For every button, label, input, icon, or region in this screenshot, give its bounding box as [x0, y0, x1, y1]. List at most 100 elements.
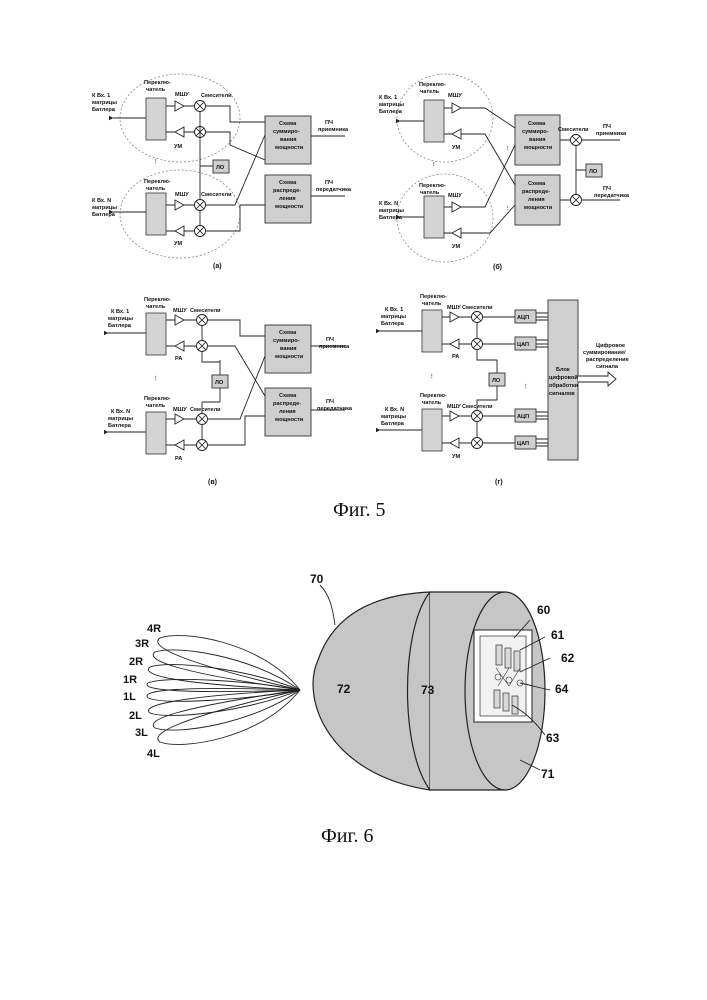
lens-dome-72	[313, 592, 430, 790]
fig5-panel-d: К Вх. 1 матрицы Батлера К Вх. N матрицы …	[380, 294, 629, 486]
d-mixers-n: Смесители	[462, 404, 493, 410]
c-panel-label: (в)	[208, 479, 217, 486]
c-mixers-1: Смесители	[190, 308, 221, 314]
c-in1-l2: матрицы	[108, 316, 133, 322]
d-out-l3: распределение	[586, 357, 629, 363]
d-out-l4: сигнала	[596, 364, 619, 370]
b-in1-l1: К Вх. 1	[379, 95, 397, 101]
d-switch-1-l1: Переклю-	[420, 294, 447, 300]
c-dist-l2: распреде-	[273, 401, 301, 407]
ref-64: 64	[555, 682, 569, 696]
figure5-caption: Фиг. 5	[333, 499, 385, 521]
ref-71: 71	[541, 767, 555, 781]
a-panel-label: (а)	[213, 263, 222, 270]
a-mixers-n: Смесители	[201, 192, 232, 198]
d-dsp-l4: сигналов	[549, 391, 575, 397]
c-switch-1-l2: чатель	[146, 304, 166, 310]
b-ellipsis-vertical: ⋮	[431, 161, 437, 168]
b-panel-label: (б)	[493, 263, 502, 271]
a-in1-l2: матрицы	[92, 100, 117, 106]
a-rxif-l2: приемника	[318, 127, 349, 133]
b-inN-l3: Батлера	[379, 215, 403, 221]
d-switch-n	[422, 409, 442, 451]
a-rxif-l1: ПЧ	[325, 120, 333, 126]
a-dist-l3: ления	[279, 196, 296, 202]
b-rxif-l1: ПЧ	[603, 124, 611, 130]
a-in1-l3: Батлера	[92, 107, 116, 113]
ref-63: 63	[546, 731, 560, 745]
b-in1-l2: матрицы	[379, 102, 404, 108]
c-in1-l3: Батлера	[108, 323, 132, 329]
d-switch-1-l2: чатель	[422, 301, 442, 307]
beam-label-1l: 1L	[123, 691, 136, 703]
b-dist-l4: мощности	[524, 205, 553, 211]
b-dist-l3: ления	[528, 197, 545, 203]
b-sum-l1: Схема	[528, 121, 546, 127]
d-dsp-l1: Блок	[556, 367, 570, 373]
c-lo: ЛО	[215, 380, 224, 386]
a-switch-n-l1: Переклю-	[144, 179, 171, 185]
b-lna-1: МШУ	[448, 93, 462, 99]
d-in1-l1: К Вх. 1	[385, 307, 403, 313]
a-lo: ЛО	[216, 165, 225, 171]
a-switch-n	[146, 193, 166, 235]
b-dist-l2: распреде-	[522, 189, 550, 195]
ref-73: 73	[421, 683, 435, 697]
beam-label-4l: 4L	[147, 748, 160, 760]
c-switch-n-l1: Переклю-	[144, 396, 171, 402]
d-out-l2: суммирование/	[583, 350, 626, 356]
c-sum-l3: вания	[280, 346, 297, 352]
c-switch-1	[146, 313, 166, 355]
a-txif-l1: ПЧ	[325, 180, 333, 186]
a-sum-l2: суммиро-	[273, 129, 300, 135]
b-txif-l2: передатчика	[594, 193, 630, 199]
b-pa-1: УМ	[452, 145, 460, 151]
leader-70	[320, 585, 335, 625]
c-txif-l2: передатчика	[317, 406, 353, 412]
c-rxif-l1: ПЧ	[326, 337, 334, 343]
beam-4l	[158, 690, 300, 744]
ref-61: 61	[551, 628, 565, 642]
c-lna-n: МШУ	[173, 407, 187, 413]
b-inN-l1: К Вх. N	[379, 201, 398, 207]
b-txif-l1: ПЧ	[603, 186, 611, 192]
d-in1-l3: Батлера	[381, 321, 405, 327]
a-inN-l3: Батлера	[92, 212, 116, 218]
ref-70: 70	[310, 572, 324, 586]
b-mixers: Смесители	[558, 127, 589, 133]
d-switch-n-l2: чатель	[422, 400, 442, 406]
b-sum-l3: вания	[529, 137, 546, 143]
c-txif-l1: ПЧ	[326, 399, 334, 405]
d-in1-l2: матрицы	[381, 314, 406, 320]
beam-label-2l: 2L	[129, 710, 142, 722]
c-switch-n-l2: чатель	[146, 403, 166, 409]
a-txif-l2: передатчика	[316, 187, 352, 193]
beam-4r	[158, 636, 300, 690]
d-lo: ЛО	[492, 378, 501, 384]
a-sum-l4: мощности	[275, 145, 304, 151]
a-ellipsis-vertical: ⋮	[153, 158, 159, 165]
a-switch-n-l2: чатель	[146, 186, 166, 192]
d-pa-n: УМ	[452, 454, 460, 460]
a-pa-n: УМ	[174, 241, 182, 247]
b-switch-1	[424, 100, 444, 142]
c-switch-1-l1: Переклю-	[144, 297, 171, 303]
a-dist-l1: Схема	[279, 180, 297, 186]
b-switch-1-l1: Переклю-	[419, 82, 446, 88]
d-lna-n: МШУ	[447, 404, 461, 410]
a-dist-l4: мощности	[275, 204, 304, 210]
d-dsp-l2: цифровой	[549, 374, 578, 381]
a-pa-1: УМ	[174, 144, 182, 150]
d-ellipsis-converters: ⋮	[523, 383, 529, 390]
b-lna-n: МШУ	[448, 193, 462, 199]
b-ellipsis-dist: ⋮	[505, 205, 511, 212]
a-inN-l2: матрицы	[92, 205, 117, 211]
a-switch-1-l2: чатель	[146, 87, 166, 93]
b-switch-n-l2: чатель	[420, 190, 440, 196]
d-dsp-l3: обработки	[549, 382, 579, 389]
a-in1-l1: К Вх. 1	[92, 93, 110, 99]
d-dac-1-label: ЦАП	[517, 342, 529, 348]
d-ellipsis-vertical: ⋮	[429, 373, 435, 380]
b-lo: ЛО	[589, 169, 598, 175]
